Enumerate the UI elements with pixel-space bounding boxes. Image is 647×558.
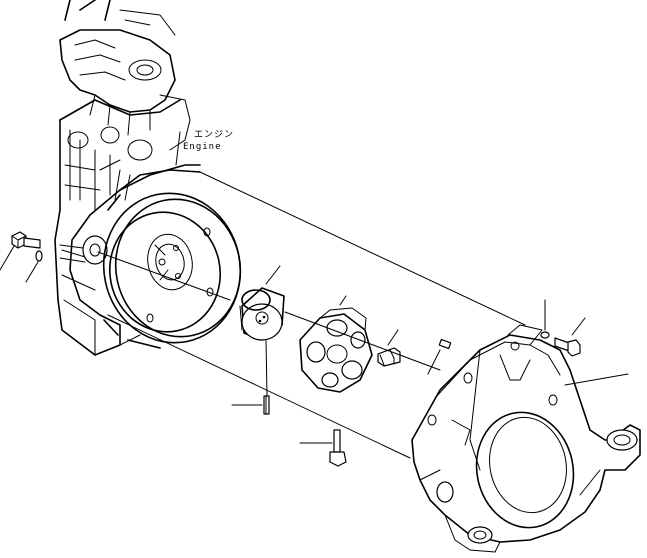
flywheel-housing <box>411 324 641 553</box>
alignment-lines <box>97 171 526 459</box>
housing-bolt-washer <box>540 299 586 357</box>
engine-leader-line <box>175 131 181 166</box>
flywheel <box>102 169 242 349</box>
rubber-coupling <box>299 295 373 393</box>
engine-label-english: Engine <box>183 142 222 152</box>
dowel-pin <box>427 338 452 375</box>
roll-pin <box>231 339 270 415</box>
coupling-hub <box>239 265 285 341</box>
engine-block <box>54 0 201 356</box>
bottom-bolt <box>299 429 347 467</box>
engine-label-japanese: エンジン <box>194 130 235 140</box>
bolt-washer-left <box>0 231 43 283</box>
